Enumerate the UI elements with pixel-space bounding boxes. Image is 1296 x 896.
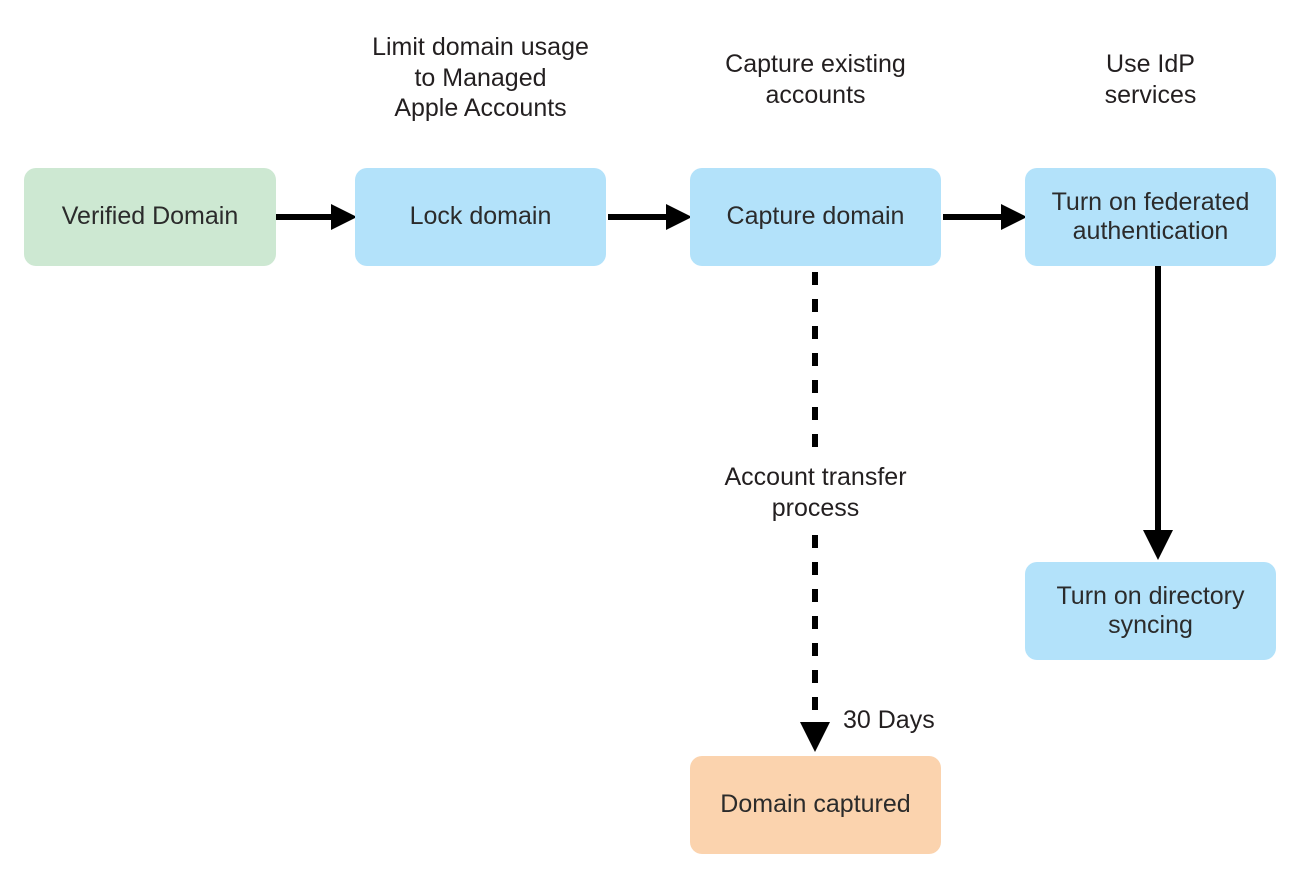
caption-capture-domain: Capture existing accounts xyxy=(725,50,906,109)
node-turn-on-directory-syncing[interactable]: Turn on directory syncing xyxy=(1025,562,1276,660)
node-capture-domain[interactable]: Capture domain xyxy=(690,168,941,266)
edge-label-30-days: 30 Days xyxy=(843,706,935,734)
node-lock-domain[interactable]: Lock domain xyxy=(355,168,606,266)
node-turn-on-federated-authentication[interactable]: Turn on federated authentication xyxy=(1025,168,1276,266)
caption-federated-authentication: Use IdP services xyxy=(1104,50,1197,109)
node-domain-captured[interactable]: Domain captured xyxy=(690,756,941,854)
node-verified-domain[interactable]: Verified Domain xyxy=(24,168,276,266)
edge-federated-to-directory xyxy=(1143,266,1173,560)
edge-lock-to-capture xyxy=(608,204,692,230)
edge-capture-to-federated xyxy=(943,204,1027,230)
edge-verified-to-lock xyxy=(276,204,357,230)
edge-label-account-transfer-process: Account transfer process xyxy=(724,463,907,522)
caption-lock-domain: Limit domain usage to Managed Apple Acco… xyxy=(372,33,589,122)
